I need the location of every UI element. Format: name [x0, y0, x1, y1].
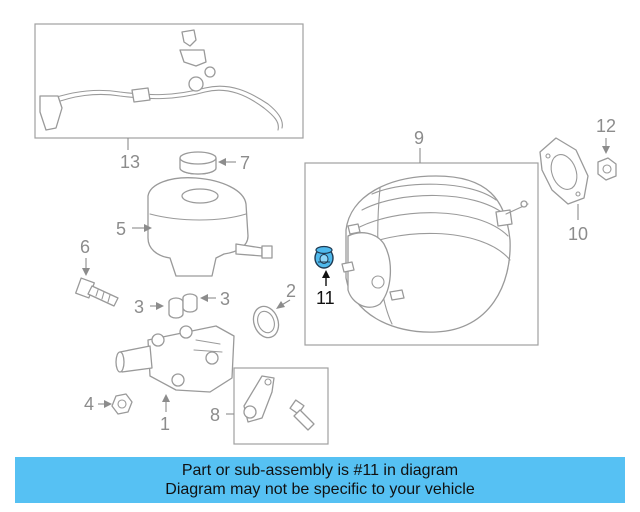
hose-check-valve	[188, 76, 204, 92]
brake-booster-group[interactable]	[304, 162, 539, 346]
group-box-9	[304, 162, 539, 346]
callout-12: 12	[596, 116, 616, 136]
callout-3a: 3	[134, 297, 144, 317]
mounting-bolt[interactable]	[75, 277, 119, 307]
flange-nut[interactable]	[597, 157, 617, 181]
seal-ring[interactable]	[249, 303, 282, 341]
callout-7: 7	[240, 153, 250, 173]
callout-8: 8	[210, 405, 220, 425]
group-box-8	[233, 367, 329, 445]
callout-9: 9	[414, 128, 424, 148]
callout-6: 6	[80, 237, 90, 257]
caption-banner: Part or sub-assembly is #11 in diagram D…	[15, 457, 625, 503]
gasket-plate	[539, 137, 589, 205]
check-valve-grommet-part-11[interactable]	[314, 245, 334, 269]
master-cylinder-bore	[119, 345, 153, 373]
hex-nut[interactable]	[111, 393, 133, 415]
callout-1: 1	[160, 414, 170, 434]
callout-5: 5	[116, 219, 126, 239]
callout-11: 11	[316, 288, 335, 308]
reservoir-cap[interactable]	[179, 151, 217, 175]
callout-3b: 3	[220, 289, 230, 309]
group-box-13	[34, 23, 304, 139]
master-cylinder[interactable]	[115, 325, 235, 393]
callout-13: 13	[120, 152, 140, 172]
hose-bracket	[179, 49, 207, 67]
banner-line-1: Part or sub-assembly is #11 in diagram	[181, 462, 459, 479]
reservoir-sensor-plug	[235, 243, 263, 257]
hose-clip	[181, 29, 197, 47]
booster-front-face	[347, 232, 392, 308]
callout-10: 10	[568, 224, 588, 244]
vacuum-hose-group[interactable]	[34, 23, 304, 139]
callout-4: 4	[84, 394, 94, 414]
booster-gasket[interactable]	[539, 137, 589, 205]
reservoir-body	[147, 177, 249, 277]
banner-line-2: Diagram may not be specific to your vehi…	[165, 481, 475, 498]
grommet-right[interactable]	[182, 293, 198, 313]
grommet-left[interactable]	[168, 297, 184, 319]
fluid-reservoir[interactable]	[147, 177, 273, 277]
hose-line	[47, 85, 283, 129]
hose-end-fitting	[39, 95, 63, 131]
bracket-bolt	[293, 409, 315, 431]
bracket-group[interactable]	[233, 367, 329, 445]
callout-2: 2	[286, 281, 296, 301]
